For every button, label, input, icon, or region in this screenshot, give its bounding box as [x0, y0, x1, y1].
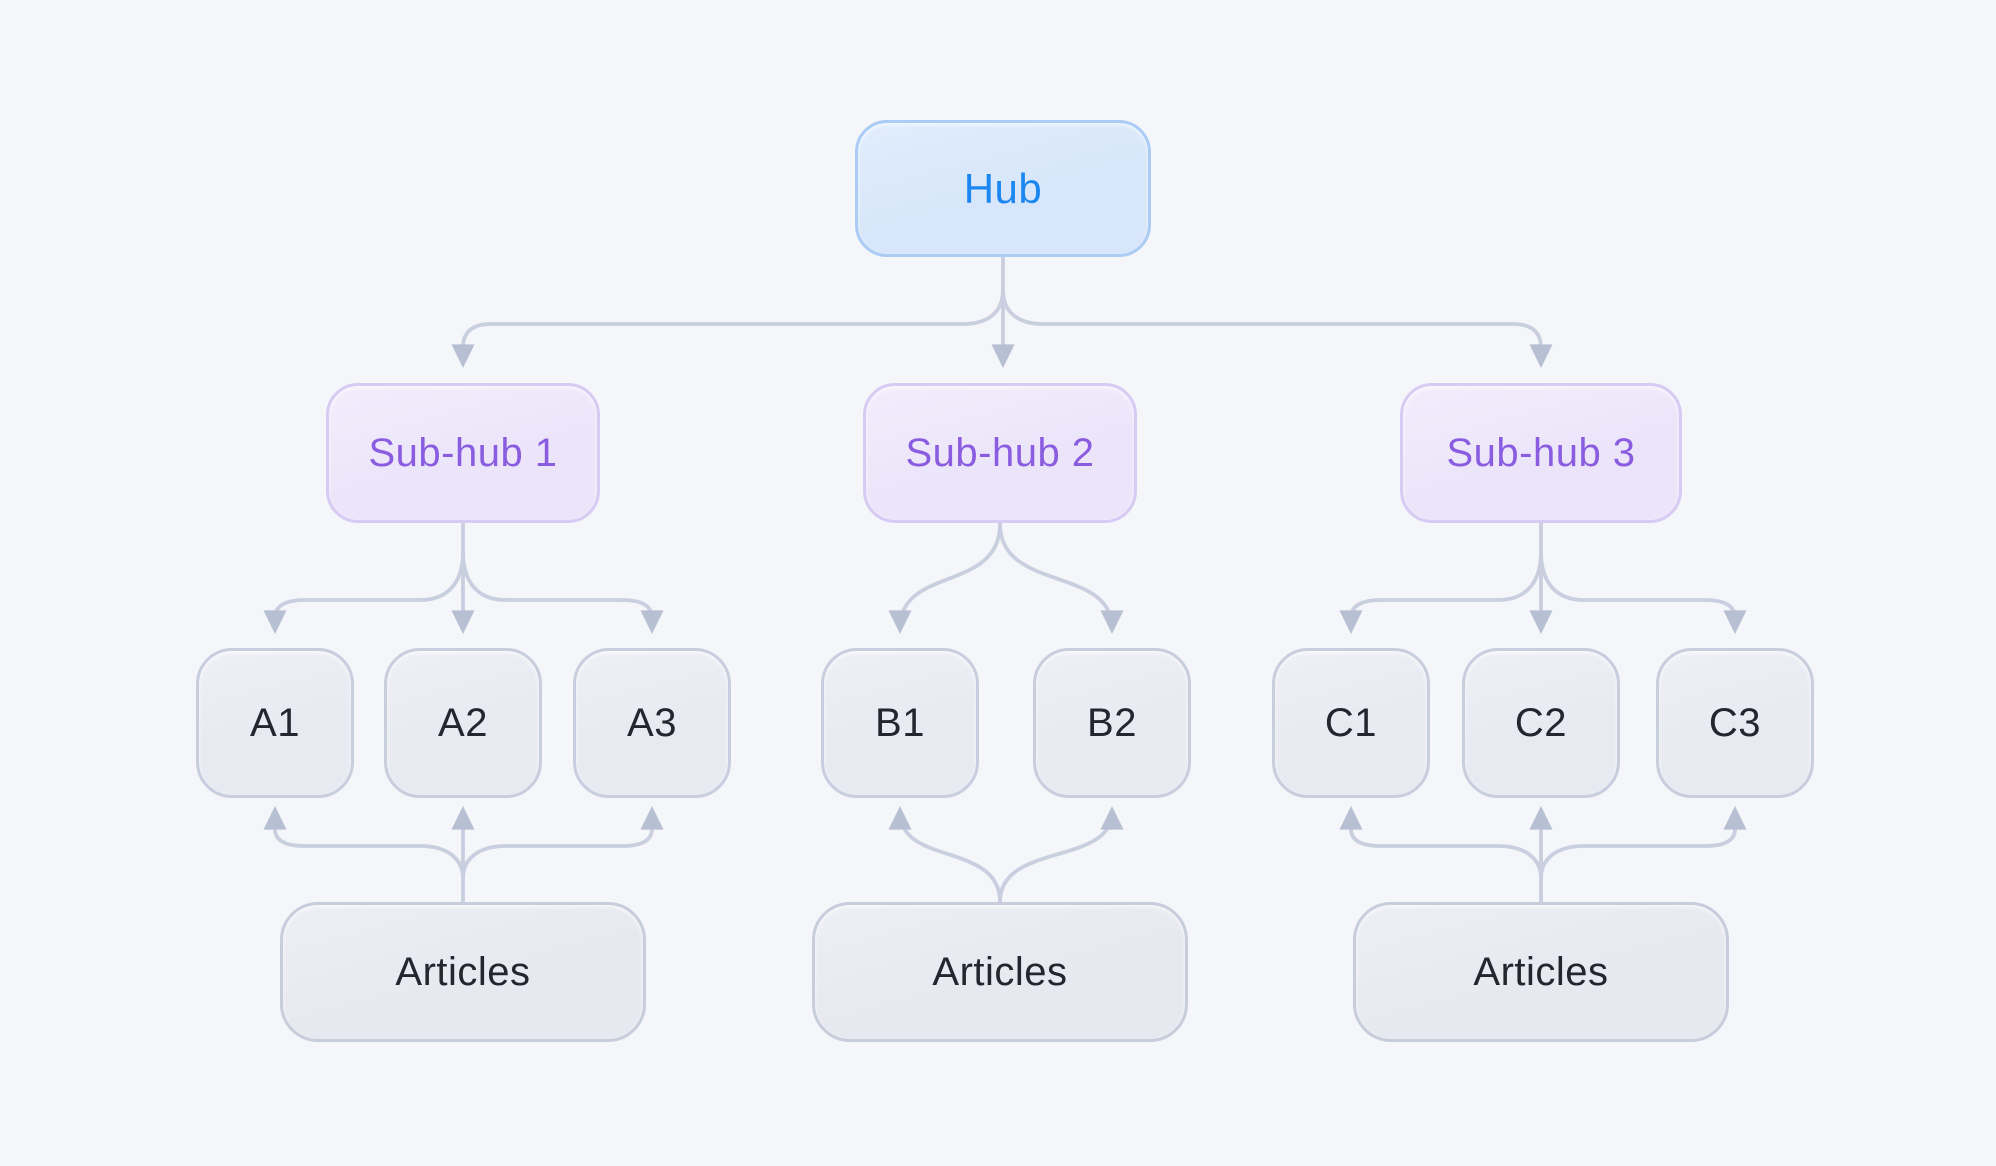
- node-hub: Hub: [855, 120, 1151, 257]
- node-child-b2: B2: [1033, 648, 1191, 798]
- node-child-b1: B1: [821, 648, 979, 798]
- node-subhub-3: Sub-hub 3: [1400, 383, 1682, 523]
- edge-subhub1-to-a1: [263, 550, 465, 635]
- edge-subhub2-to-b1: [888, 522, 1002, 635]
- edge-hub-to-subhub-3: [1001, 288, 1553, 369]
- edge-articles1-to-a3: [461, 805, 664, 880]
- edge-articles3-to-c3: [1539, 805, 1747, 880]
- node-child-a3: A3: [573, 648, 731, 798]
- edge-hub-to-subhub-1: [451, 288, 1005, 369]
- node-child-a1: A1: [196, 648, 354, 798]
- edge-articles2-to-b2: [998, 805, 1124, 904]
- edge-subhub1-to-a3: [461, 550, 664, 635]
- node-subhub-2: Sub-hub 2: [863, 383, 1137, 523]
- node-child-c2: C2: [1462, 648, 1620, 798]
- edge-subhub3-to-c1: [1339, 550, 1543, 635]
- edge-articles2-to-b1: [888, 805, 1002, 904]
- edge-articles1-to-a1: [263, 805, 465, 880]
- edge-subhub2-to-b2: [998, 522, 1124, 635]
- node-subhub-1: Sub-hub 1: [326, 383, 600, 523]
- edge-subhub3-to-c3: [1539, 550, 1747, 635]
- node-child-c1: C1: [1272, 648, 1430, 798]
- node-child-a2: A2: [384, 648, 542, 798]
- node-articles-3: Articles: [1353, 902, 1729, 1042]
- node-articles-2: Articles: [812, 902, 1188, 1042]
- node-articles-1: Articles: [280, 902, 646, 1042]
- node-child-c3: C3: [1656, 648, 1814, 798]
- edge-articles3-to-c1: [1339, 805, 1543, 880]
